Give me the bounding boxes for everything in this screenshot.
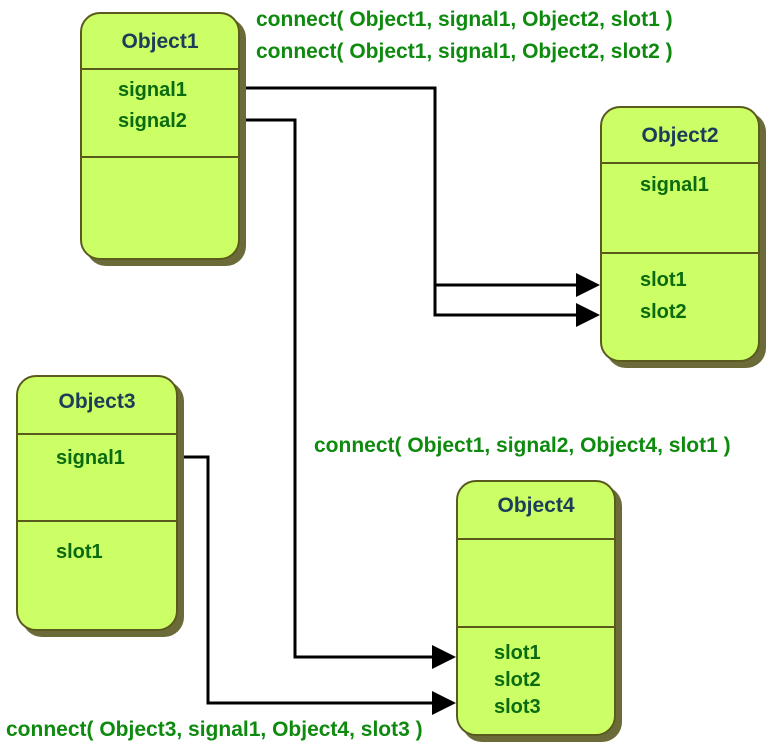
object1-separator-bottom	[82, 156, 238, 158]
object2-slot1: slot1	[640, 269, 687, 291]
connect-caption-4: connect( Object3, signal1, Object4, slot…	[6, 718, 423, 741]
arrowhead-o4-slot3	[432, 691, 456, 715]
object3-title: Object3	[58, 390, 136, 413]
object1-title: Object1	[121, 30, 199, 53]
object2-slot2: slot2	[640, 301, 687, 323]
wire-o1-signal2-o4-slot1	[244, 118, 452, 659]
object4-slot1: slot1	[494, 642, 541, 664]
object4-box: Object4 slot1 slot2 slot3	[456, 480, 616, 736]
wire-o1-signal1-o2-slot1	[244, 86, 597, 287]
arrowhead-o2-slot2	[576, 303, 600, 327]
object1-box: Object1 signal1 signal2	[80, 12, 240, 260]
object1-separator-top	[82, 68, 238, 70]
connect-caption-1: connect( Object1, signal1, Object2, slot…	[256, 8, 673, 31]
object4-title: Object4	[497, 494, 575, 517]
object2-title: Object2	[641, 124, 719, 147]
object2-separator-bottom	[602, 252, 758, 254]
object3-signal1: signal1	[56, 447, 125, 469]
wire-o3-signal1-o4-slot3	[183, 455, 452, 705]
arrowhead-o2-slot1	[576, 273, 600, 297]
object2-separator-top	[602, 162, 758, 164]
object4-separator-top	[458, 538, 614, 540]
connect-caption-3: connect( Object1, signal2, Object4, slot…	[314, 434, 731, 457]
object1-signal2: signal2	[118, 110, 187, 132]
object2-signal1: signal1	[640, 174, 709, 196]
wire-o1-signal1-o2-slot2	[433, 285, 597, 317]
object4-separator-bottom	[458, 626, 614, 628]
object3-box: Object3 signal1 slot1	[16, 375, 178, 631]
object3-separator-bottom	[18, 520, 176, 522]
object4-slot3: slot3	[494, 696, 541, 718]
object3-separator-top	[18, 433, 176, 435]
object1-signal1: signal1	[118, 79, 187, 101]
object2-box: Object2 signal1 slot1 slot2	[600, 106, 760, 362]
arrowhead-o4-slot1	[432, 645, 456, 669]
object3-slot1: slot1	[56, 541, 103, 563]
connect-caption-2: connect( Object1, signal1, Object2, slot…	[256, 40, 673, 63]
object4-slot2: slot2	[494, 669, 541, 691]
